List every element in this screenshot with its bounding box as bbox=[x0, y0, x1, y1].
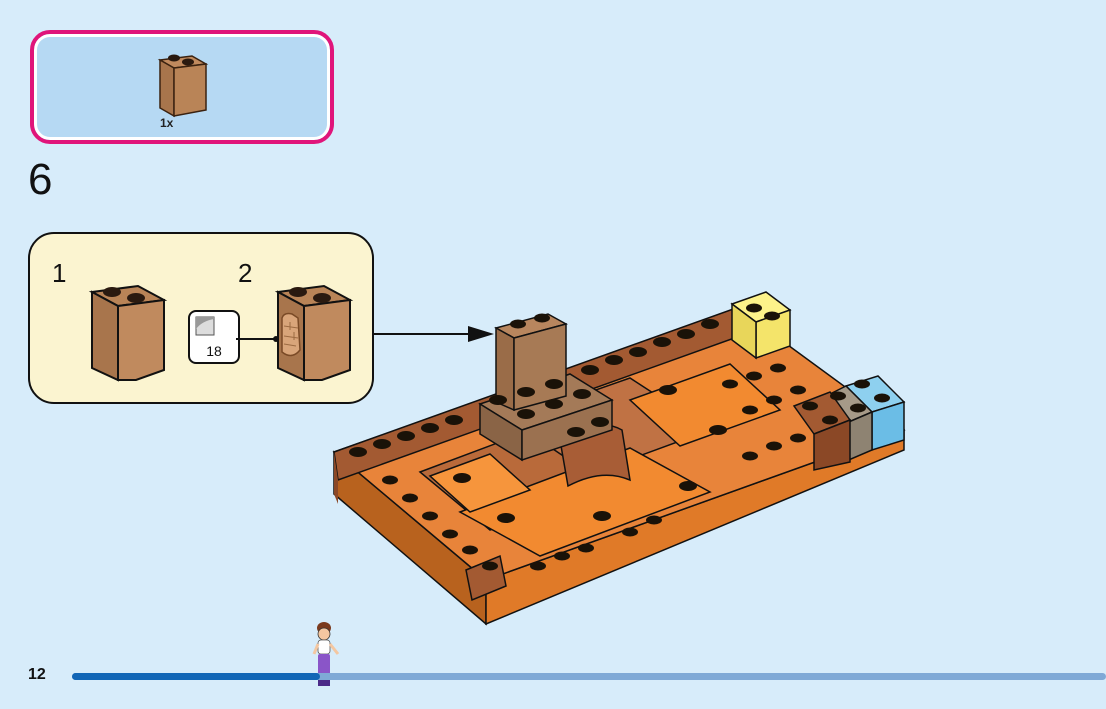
brick-with-sticker-icon bbox=[274, 284, 354, 382]
substep-callout: 1 2 18 bbox=[28, 232, 374, 404]
part-quantity: 1x bbox=[160, 116, 174, 130]
page-number: 12 bbox=[28, 666, 46, 683]
lego-model bbox=[332, 291, 906, 626]
sticker-number: 18 bbox=[206, 343, 222, 359]
brick-part-icon bbox=[157, 54, 209, 118]
step-number: 6 bbox=[28, 155, 53, 204]
progress-bar-fill bbox=[72, 673, 321, 680]
progress-bar bbox=[72, 673, 1106, 680]
brick-icon bbox=[88, 284, 168, 382]
substep-number-2: 2 bbox=[238, 258, 253, 288]
sticker-badge: 18 bbox=[188, 310, 240, 364]
placement-arrow bbox=[372, 326, 494, 342]
parts-list-box: 1x bbox=[30, 30, 334, 144]
sticker-icon bbox=[195, 316, 215, 336]
substep-number-1: 1 bbox=[52, 258, 67, 288]
